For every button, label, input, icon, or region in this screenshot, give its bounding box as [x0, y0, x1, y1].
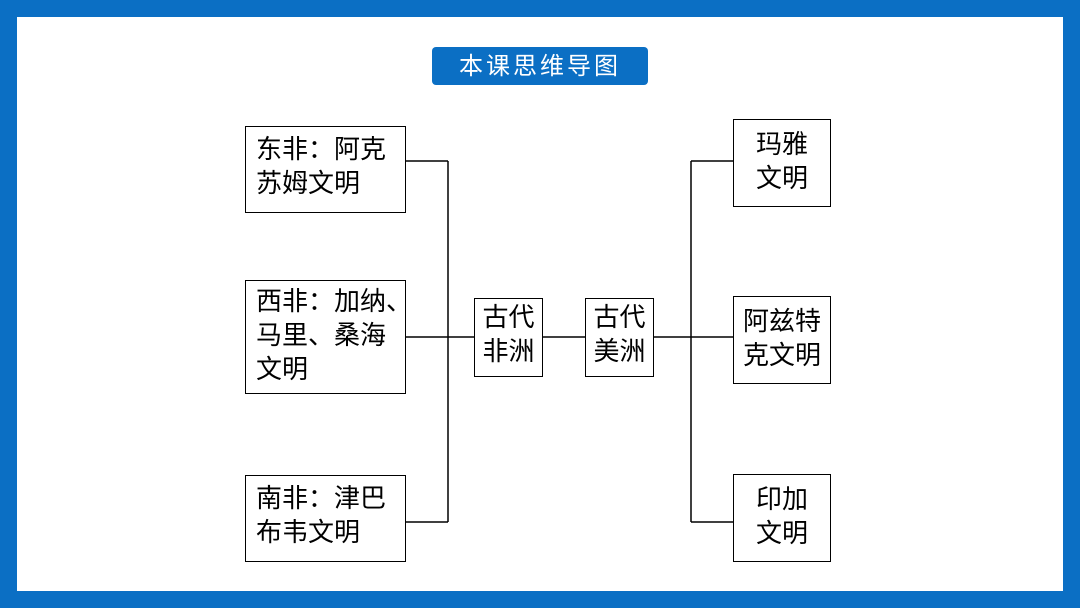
node-line: 非洲: [482, 337, 535, 367]
node-line: 印加: [755, 485, 808, 515]
node-line: 文明: [755, 519, 808, 549]
node-east-africa: 东非：阿克 苏姆文明: [245, 126, 406, 213]
node-maya: 玛雅 文明: [733, 119, 831, 207]
node-line: 布韦文明: [256, 518, 361, 548]
node-ancient-africa: 古代 非洲: [474, 298, 543, 377]
node-line: 苏姆文明: [256, 169, 361, 199]
page-title: 本课思维导图: [432, 47, 648, 85]
node-line: 西非：加纳、: [256, 287, 413, 317]
node-line: 古代: [482, 303, 535, 333]
node-line: 马里、桑海: [256, 321, 387, 351]
node-line: 东非：阿克: [256, 135, 387, 165]
node-line: 文明: [755, 164, 808, 194]
node-aztec: 阿兹特 克文明: [733, 296, 831, 384]
node-line: 玛雅: [755, 130, 808, 160]
node-line: 克文明: [742, 341, 821, 371]
node-line: 阿兹特: [742, 307, 821, 337]
node-ancient-america: 古代 美洲: [585, 298, 654, 377]
node-line: 古代: [593, 303, 646, 333]
node-line: 美洲: [593, 337, 646, 367]
node-line: 南非：津巴: [256, 484, 387, 514]
node-line: 文明: [256, 355, 309, 385]
node-west-africa: 西非：加纳、 马里、桑海 文明: [245, 280, 413, 394]
node-inca: 印加 文明: [733, 474, 831, 562]
node-south-africa: 南非：津巴 布韦文明: [245, 475, 406, 562]
